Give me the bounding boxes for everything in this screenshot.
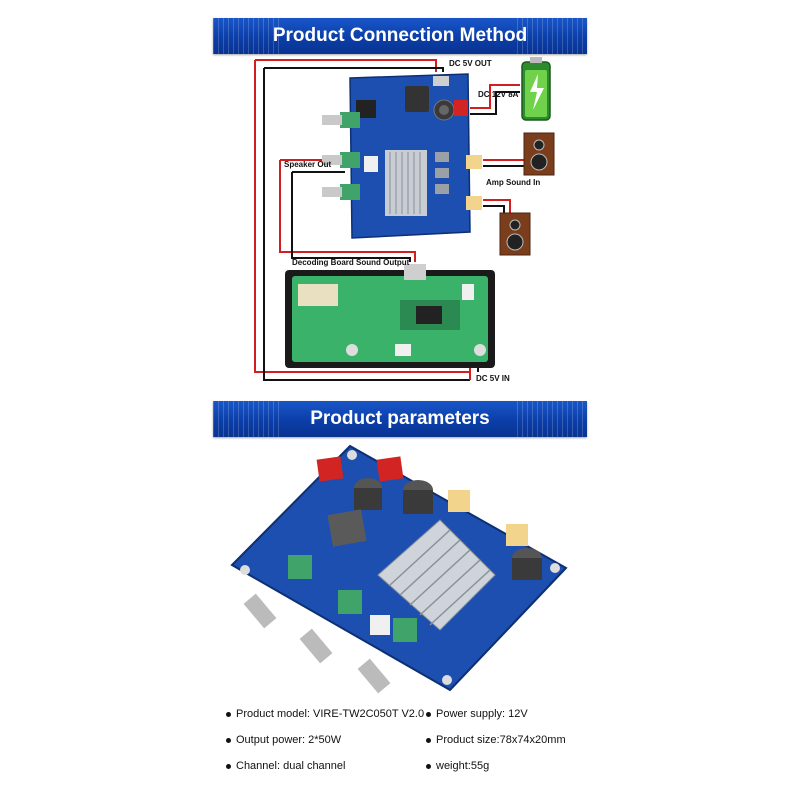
wire-speaker2-red: [483, 199, 511, 215]
spec-item: Product model: VIRE-TW2C050T V2.0: [226, 708, 424, 720]
spec-item: Power supply: 12V: [426, 708, 528, 720]
bullet-icon: [426, 763, 431, 769]
label-dc5v-in: DC 5V IN: [476, 374, 510, 383]
spec-item: Output power: 2*50W: [226, 734, 341, 746]
spec-text: Product model: VIRE-TW2C050T V2.0: [236, 708, 425, 720]
spec-item: Channel: dual channel: [226, 760, 345, 772]
spec-text: Channel: dual channel: [236, 760, 346, 772]
spec-text: Output power: 2*50W: [236, 734, 342, 746]
speaker-icon-2: [499, 212, 531, 256]
wire-battery-red: [470, 84, 520, 109]
label-dc5v-out: DC 5V OUT: [449, 59, 492, 68]
connection-banner-title: Product Connection Method: [272, 25, 528, 46]
spec-text: Product size:78x74x20mm: [436, 734, 566, 746]
wire-dc5v-red-loop: [254, 60, 470, 373]
label-dc12v: DC 12V 8A: [478, 90, 519, 99]
spec-item: Product size:78x74x20mm: [426, 734, 566, 746]
wire-speaker-red-down: [279, 160, 416, 262]
label-amp-sound-in: Amp Sound In: [486, 178, 541, 187]
spec-text: weight:55g: [436, 760, 490, 772]
wire-speaker-black-down: [291, 172, 411, 262]
wire-dc5v-black: [264, 67, 444, 72]
bullet-icon: [226, 711, 231, 717]
wire-speaker2-black: [483, 205, 505, 215]
wire-battery-black: [470, 91, 520, 115]
battery-icon: [521, 57, 551, 121]
bullet-icon: [226, 737, 231, 743]
parameters-banner-title: Product parameters: [310, 408, 490, 429]
spec-text: Power supply: 12V: [436, 708, 528, 720]
wiring: [254, 59, 524, 381]
amp-board-top: [322, 73, 482, 239]
label-speaker-out: Speaker Out: [284, 160, 332, 169]
connection-banner: Product Connection Method: [213, 18, 587, 54]
bullet-icon: [226, 763, 231, 769]
wire-dc5v-black-loop: [263, 68, 470, 381]
decoder-board: [285, 264, 495, 368]
bullet-icon: [426, 737, 431, 743]
label-decoding-output: Decoding Board Sound Output: [292, 258, 410, 267]
spec-item: weight:55g: [426, 760, 489, 772]
amp-board-photo: [230, 444, 568, 694]
bullet-icon: [426, 711, 431, 717]
speaker-icon-1: [523, 132, 555, 176]
parameters-banner: Product parameters: [213, 401, 587, 437]
